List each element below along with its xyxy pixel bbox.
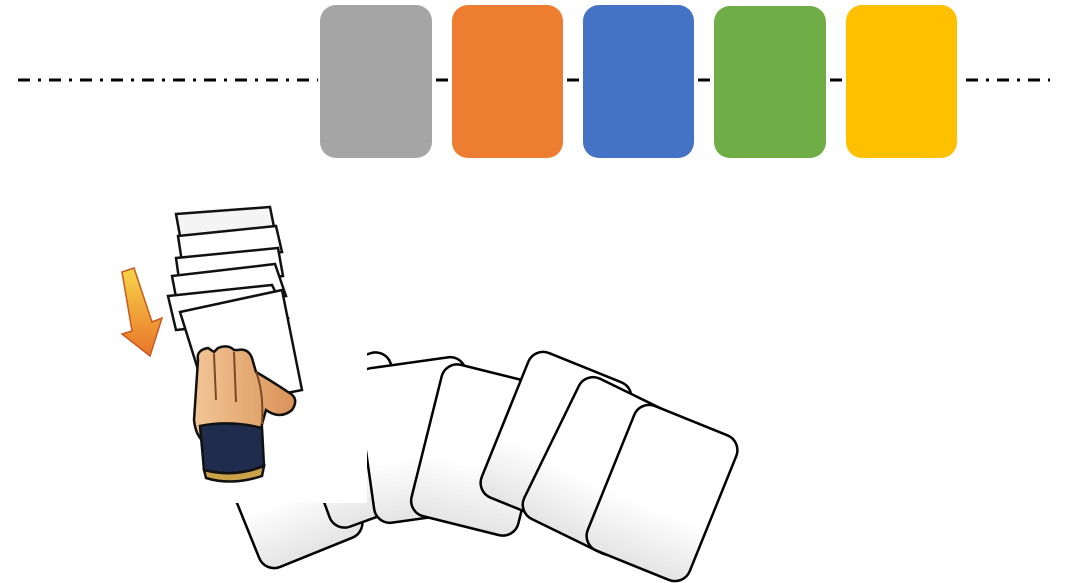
color-slot-green — [714, 6, 826, 158]
color-slot-yellow — [846, 5, 957, 158]
hand-holding-deck-icon — [105, 188, 367, 503]
color-slot-blue — [583, 5, 694, 158]
color-slot-row — [320, 5, 957, 158]
color-slot-orange — [452, 5, 563, 158]
color-slot-gray — [320, 5, 432, 158]
sleeve-cuff — [200, 423, 264, 481]
